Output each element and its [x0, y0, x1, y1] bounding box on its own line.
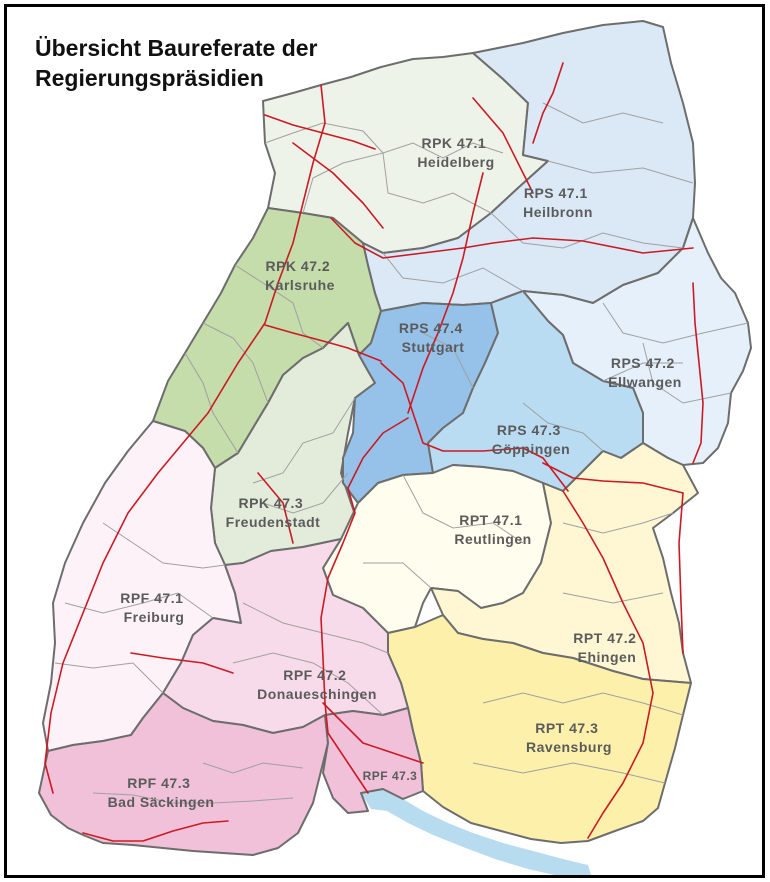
- label-rps-47-3: RPS 47.3 Göppingen: [492, 422, 570, 457]
- label-rpf-47-3-bad-saeckingen: RPF 47.3 Bad Säckingen: [108, 775, 215, 810]
- label-rpf-47-1-code: RPF 47.1: [120, 590, 183, 606]
- label-rps-47-1-code: RPS 47.1: [524, 185, 588, 201]
- map-title-line-2: Regierungspräsidien: [35, 65, 264, 91]
- label-rpk-47-2: RPK 47.2 Karlsruhe: [265, 258, 335, 293]
- district-boundaries: [54, 102, 749, 804]
- label-rpk-47-3-city: Freudenstadt: [226, 514, 321, 530]
- label-rps-47-2-city: Ellwangen: [608, 374, 682, 390]
- label-rps-47-3-city: Göppingen: [492, 441, 570, 457]
- road-network: [44, 62, 704, 842]
- label-rps-47-3-code: RPS 47.3: [497, 422, 561, 438]
- label-rpk-47-3: RPK 47.3 Freudenstadt: [226, 495, 321, 530]
- label-rpf-47-3-code: RPF 47.3: [127, 775, 190, 791]
- label-rps-47-4-city: Stuttgart: [402, 339, 465, 355]
- map-title: Übersicht Baureferate der Regierungspräs…: [35, 33, 318, 93]
- lake-constance: [361, 789, 591, 875]
- label-rps-47-4: RPS 47.4 Stuttgart: [399, 320, 467, 355]
- label-rpt-47-2-city: Ehingen: [578, 649, 637, 665]
- label-rpk-47-1-city: Heidelberg: [417, 154, 494, 170]
- label-rpf-47-1-city: Freiburg: [124, 609, 185, 625]
- label-rpf-47-2-city: Donaueschingen: [257, 686, 377, 702]
- label-rpt-47-1-code: RPT 47.1: [459, 512, 522, 528]
- label-rpf-47-1: RPF 47.1 Freiburg: [120, 590, 188, 625]
- label-rpk-47-2-city: Karlsruhe: [265, 277, 335, 293]
- label-rpf-47-3-east-code: RPF 47.3: [363, 769, 418, 783]
- map-frame: Übersicht Baureferate der Regierungspräs…: [4, 4, 765, 878]
- region-rpf-47-3-bad-saeckingen[interactable]: [38, 692, 329, 856]
- label-rpk-47-1: RPK 47.1 Heidelberg: [417, 135, 494, 170]
- label-rpf-47-3-city: Bad Säckingen: [108, 794, 215, 810]
- label-rpt-47-2: RPT 47.2 Ehingen: [573, 630, 641, 665]
- label-rpf-47-2-code: RPF 47.2: [283, 667, 346, 683]
- label-rpt-47-1-city: Reutlingen: [454, 531, 531, 547]
- label-rpt-47-3-city: Ravensburg: [526, 739, 612, 755]
- label-rpf-47-2: RPF 47.2 Donaueschingen: [257, 667, 377, 702]
- label-rpk-47-3-code: RPK 47.3: [238, 495, 303, 511]
- label-rpk-47-2-code: RPK 47.2: [265, 258, 330, 274]
- label-rps-47-2: RPS 47.2 Ellwangen: [608, 355, 682, 390]
- label-rps-47-2-code: RPS 47.2: [611, 355, 675, 371]
- map-title-line-1: Übersicht Baureferate der: [35, 35, 318, 61]
- label-rpt-47-3: RPT 47.3 Ravensburg: [526, 720, 612, 755]
- label-rpk-47-1-code: RPK 47.1: [421, 135, 486, 151]
- label-rps-47-4-code: RPS 47.4: [399, 320, 463, 336]
- label-rpf-47-3-east: RPF 47.3: [363, 769, 418, 783]
- region-rpf-47-3-east[interactable]: [322, 707, 424, 814]
- label-rps-47-1-city: Heilbronn: [523, 204, 593, 220]
- label-rps-47-1: RPS 47.1 Heilbronn: [523, 185, 593, 220]
- region-map: RPK 47.1 Heidelberg RPS 47.1 Heilbronn R…: [38, 20, 752, 875]
- label-rpt-47-2-code: RPT 47.2: [573, 630, 636, 646]
- label-rpt-47-1: RPT 47.1 Reutlingen: [454, 512, 531, 547]
- label-rpt-47-3-code: RPT 47.3: [535, 720, 598, 736]
